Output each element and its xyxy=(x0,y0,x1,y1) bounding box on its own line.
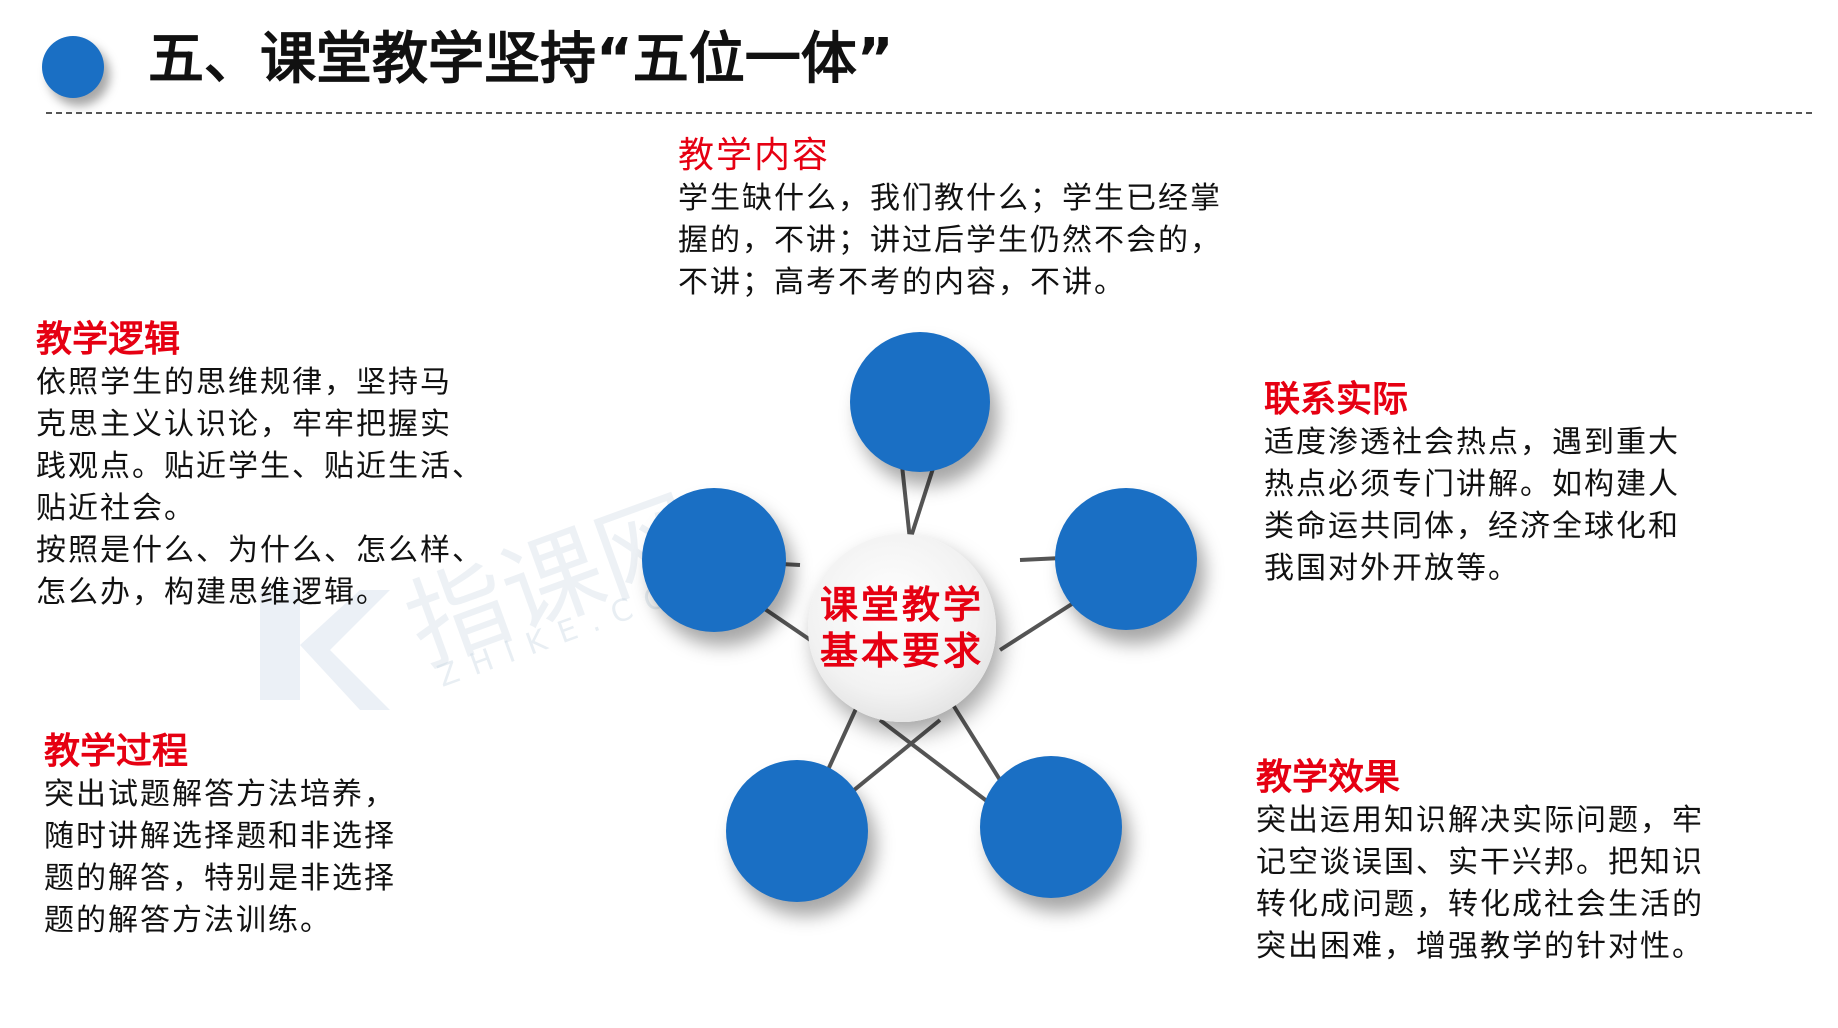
body-line: 适度渗透社会热点，遇到重大 xyxy=(1264,425,1680,460)
body-line: 我国对外开放等。 xyxy=(1264,551,1520,586)
body-line: 类命运共同体，经济全球化和 xyxy=(1264,509,1680,544)
body-line: 随时讲解选择题和非选择 xyxy=(44,819,396,854)
body-line: 题的解答，特别是非选择 xyxy=(44,861,396,896)
block-body: 学生缺什么，我们教什么；学生已经掌 握的，不讲；讲过后学生仍然不会的， 不讲；高… xyxy=(678,178,1298,304)
block-heading: 联系实际 xyxy=(1264,379,1409,420)
body-line: 热点必须专门讲解。如构建人 xyxy=(1264,467,1680,502)
node-teaching-process xyxy=(726,760,868,902)
block-body: 适度渗透社会热点，遇到重大 热点必须专门讲解。如构建人 类命运共同体，经济全球化… xyxy=(1264,422,1744,590)
body-line: 突出困难，增强教学的针对性。 xyxy=(1256,929,1704,964)
block-connect-practice: 联系实际 适度渗透社会热点，遇到重大 热点必须专门讲解。如构建人 类命运共同体，… xyxy=(1264,378,1744,590)
page-title: 五、课堂教学坚持“五位一体” xyxy=(148,27,894,92)
body-line: 践观点。贴近学生、贴近生活、 xyxy=(36,449,484,484)
block-teaching-process: 教学过程 突出试题解答方法培养， 随时讲解选择题和非选择 题的解答，特别是非选择… xyxy=(44,730,484,942)
body-line: 握的，不讲；讲过后学生仍然不会的， xyxy=(678,223,1222,258)
body-line: 突出试题解答方法培养， xyxy=(44,777,396,812)
body-line: 记空谈误国、实干兴邦。把知识 xyxy=(1256,845,1704,880)
node-teaching-logic xyxy=(642,488,786,632)
block-heading: 教学过程 xyxy=(44,731,189,772)
block-teaching-content: 教学内容 学生缺什么，我们教什么；学生已经掌 握的，不讲；讲过后学生仍然不会的，… xyxy=(678,134,1298,304)
block-heading: 教学逻辑 xyxy=(36,319,181,360)
body-line: 学生缺什么，我们教什么；学生已经掌 xyxy=(678,181,1222,216)
block-body: 突出运用知识解决实际问题，牢 记空谈误国、实干兴邦。把知识 转化成问题，转化成社… xyxy=(1256,800,1756,968)
block-body: 突出试题解答方法培养， 随时讲解选择题和非选择 题的解答，特别是非选择 题的解答… xyxy=(44,774,484,942)
block-heading: 教学效果 xyxy=(1256,757,1401,798)
node-teaching-content xyxy=(850,332,990,472)
body-line: 转化成问题，转化成社会生活的 xyxy=(1256,887,1704,922)
body-line: 题的解答方法训练。 xyxy=(44,903,332,938)
node-teaching-effect xyxy=(980,756,1122,898)
body-line: 依照学生的思维规律，坚持马 xyxy=(36,365,452,400)
body-line: 突出运用知识解决实际问题，牢 xyxy=(1256,803,1704,838)
node-connect-practice xyxy=(1055,488,1197,630)
block-teaching-logic: 教学逻辑 依照学生的思维规律，坚持马 克思主义认识论，牢牢把握实 践观点。贴近学… xyxy=(36,318,536,614)
title-divider xyxy=(46,112,1812,114)
hub-label-line2: 基本要求 xyxy=(819,629,984,673)
body-line: 怎么办，构建思维逻辑。 xyxy=(36,575,388,610)
header-bullet-dot xyxy=(42,36,104,98)
center-hub: 课堂教学 基本要求 xyxy=(808,534,996,722)
five-in-one-diagram: 课堂教学 基本要求 xyxy=(620,320,1220,940)
block-heading: 教学内容 xyxy=(678,135,831,176)
block-teaching-effect: 教学效果 突出运用知识解决实际问题，牢 记空谈误国、实干兴邦。把知识 转化成问题… xyxy=(1256,756,1756,968)
body-line: 贴近社会。 xyxy=(36,491,196,526)
body-line: 按照是什么、为什么、怎么样、 xyxy=(36,533,484,568)
hub-label-line1: 课堂教学 xyxy=(819,583,984,627)
body-line: 不讲；高考不考的内容，不讲。 xyxy=(678,265,1126,300)
body-line: 克思主义认识论，牢牢把握实 xyxy=(36,407,452,442)
block-body: 依照学生的思维规律，坚持马 克思主义认识论，牢牢把握实 践观点。贴近学生、贴近生… xyxy=(36,362,536,614)
